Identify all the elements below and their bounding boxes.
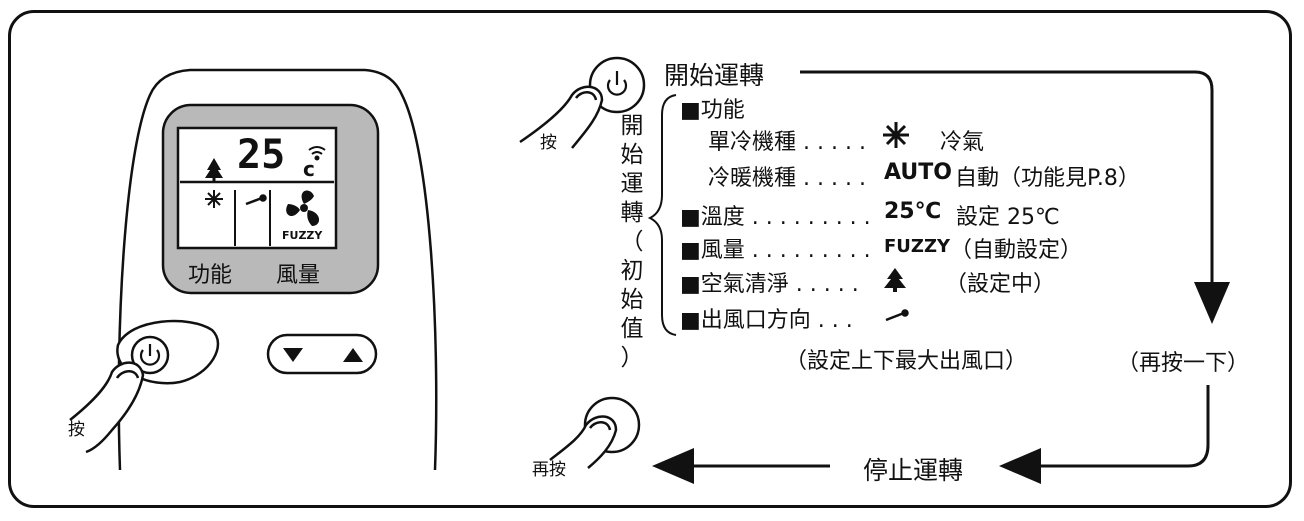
start-operation-label: 開始運轉 xyxy=(664,61,765,90)
flow-arrow-start xyxy=(800,70,1230,324)
tree-icon xyxy=(205,158,223,181)
tree-icon-air-clean xyxy=(884,268,906,292)
fan-label: ■風量 . . . . . . . . . xyxy=(680,238,871,263)
hand-icon-start xyxy=(519,85,604,149)
cool-only-label: 單冷機種 . . . . . xyxy=(708,130,866,155)
temperature-set: 設定 25℃ xyxy=(956,205,1060,230)
snowflake-icon-cool xyxy=(883,122,909,148)
diagram-frame xyxy=(8,10,1292,508)
heat-pump-auto: AUTO xyxy=(884,160,952,185)
fan-up-down-button[interactable] xyxy=(266,333,378,375)
louver-label: ■出風口方向 . . . xyxy=(680,308,853,333)
snowflake-icon xyxy=(205,190,223,208)
lcd-screen xyxy=(176,126,338,250)
fan-value: （自動設定） xyxy=(950,238,1083,263)
initial-values-vertical-label: 開 始 運 轉 （ 初 始 值 ） xyxy=(620,113,644,371)
louver-icon xyxy=(245,194,267,206)
label-function: 功能 xyxy=(188,263,233,288)
temperature-label: ■溫度 . . . . . . . . . xyxy=(680,205,871,230)
flow-arrow-return xyxy=(999,385,1210,484)
fan-icon xyxy=(286,190,320,226)
fan-fuzzy: FUZZY xyxy=(884,236,951,257)
temperature-value: 25℃ xyxy=(884,199,942,224)
stop-operation-label: 停止運轉 xyxy=(863,456,964,485)
brace xyxy=(647,94,677,336)
signal-icon xyxy=(308,146,326,161)
heat-pump-label: 冷暖機種 . . . . . xyxy=(708,166,866,191)
heat-pump-value: 自動（功能見P.8） xyxy=(955,166,1140,191)
label-fan: 風量 xyxy=(276,263,321,288)
cool-only-value: 冷氣 xyxy=(940,130,985,155)
louver-icon-list xyxy=(885,309,909,322)
hand-icon xyxy=(69,361,145,454)
press-label-remote: 按 xyxy=(68,420,85,440)
air-clean-value: （設定中） xyxy=(945,272,1056,297)
air-clean-label: ■空氣清淨 . . . . . xyxy=(680,272,859,297)
remote-control xyxy=(117,68,438,471)
press-again-hand-label: 再按 xyxy=(532,460,566,480)
remote-power-button[interactable] xyxy=(116,319,220,385)
press-label-start: 按 xyxy=(540,133,557,153)
lcd-unit: c xyxy=(303,157,315,181)
press-again-label: （再按一下） xyxy=(1117,351,1250,376)
hand-icon-stop xyxy=(549,415,618,469)
louver-note: （設定上下最大出風口） xyxy=(785,349,1028,374)
lcd-temperature: 25 xyxy=(237,132,286,178)
lcd-fuzzy: FUZZY xyxy=(282,229,323,242)
power-button-start[interactable] xyxy=(588,56,646,114)
function-title: ■功能 xyxy=(680,98,745,123)
